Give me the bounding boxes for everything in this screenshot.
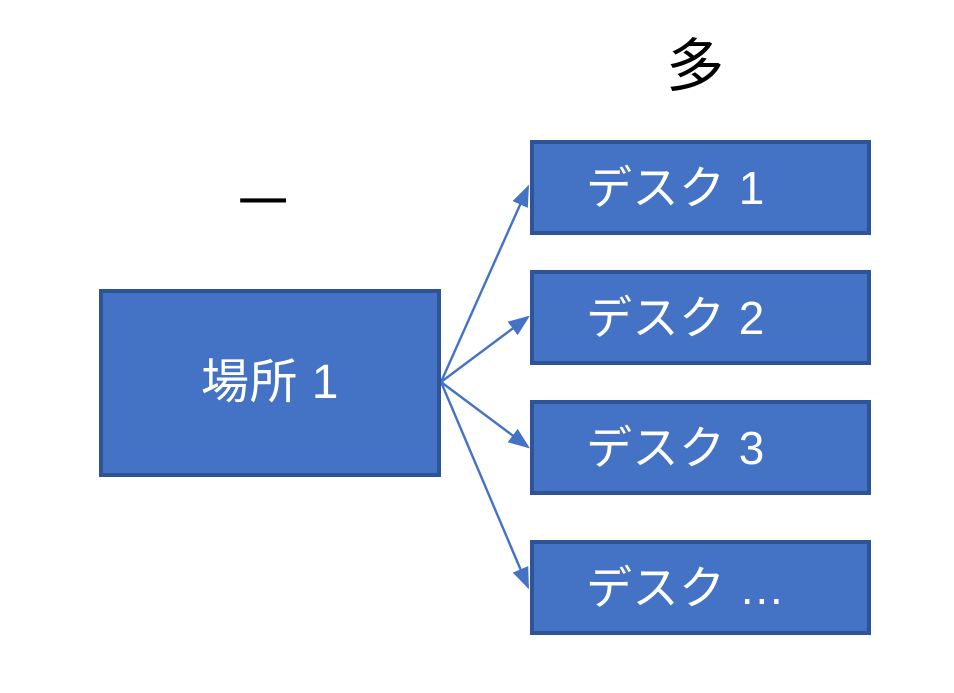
cardinality-label-one: 一: [238, 175, 288, 231]
connector-to-desk-1: [439, 184, 530, 383]
entity-label-location: 場所 1: [200, 356, 340, 409]
entity-box-location[interactable]: 場所 1: [99, 289, 441, 477]
entity-box-desk-1[interactable]: デスク 1: [530, 140, 871, 235]
entity-label-desk-3: デスク 3: [586, 421, 765, 474]
entity-label-desk-2: デスク 2: [586, 291, 765, 344]
connector-to-desk-3: [440, 381, 530, 449]
entity-label-desk-1: デスク 1: [586, 161, 765, 214]
connector-to-desk-4: [439, 381, 530, 590]
cardinality-label-many: 多: [666, 34, 725, 99]
connector-to-desk-2: [440, 315, 530, 383]
entity-box-desk-2[interactable]: デスク 2: [530, 270, 871, 365]
entity-box-desk-more[interactable]: デスク …: [530, 540, 871, 635]
entity-label-desk-more: デスク …: [586, 561, 786, 614]
entity-box-desk-3[interactable]: デスク 3: [530, 400, 871, 495]
